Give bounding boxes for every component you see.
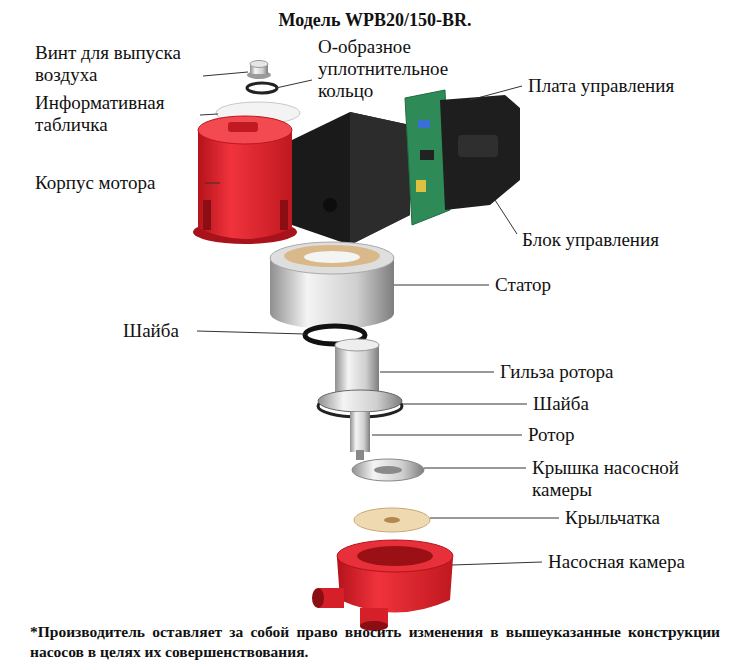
- part-label: Гильза ротора: [500, 361, 730, 383]
- motor-housing: [193, 116, 297, 244]
- control-block: [292, 90, 520, 245]
- stator: [270, 242, 394, 329]
- part-label: Ротор: [528, 424, 728, 446]
- vent-screw: [247, 61, 271, 80]
- part-label: Плата управления: [528, 75, 738, 97]
- part-label: Винт для выпуска воздуха: [35, 42, 200, 86]
- part-label: Информативная табличка: [35, 92, 197, 136]
- part-label: Шайба: [123, 320, 195, 342]
- chamber-cover: [352, 459, 424, 481]
- part-label: Блок управления: [522, 229, 742, 251]
- part-label: Крыльчатка: [565, 507, 740, 529]
- part-label: О-образное уплотнительное кольцо: [318, 36, 478, 102]
- part-label: Статор: [495, 274, 695, 296]
- part-label: Корпус мотора: [35, 172, 202, 194]
- rotor-sleeve: [318, 339, 402, 417]
- o-ring: [247, 83, 277, 93]
- rotor: [350, 412, 370, 460]
- impeller: [354, 508, 430, 532]
- leader-lines: [197, 72, 559, 565]
- caption-note: *Производитель оставляет за собой право …: [30, 622, 720, 662]
- diagram-title: Модель WPB20/150-BR.: [150, 10, 600, 31]
- part-label: Насосная камера: [548, 551, 743, 573]
- part-label: Крышка насосной камеры: [532, 457, 722, 501]
- part-label: Шайба: [533, 393, 733, 415]
- pump-chamber: [312, 540, 453, 631]
